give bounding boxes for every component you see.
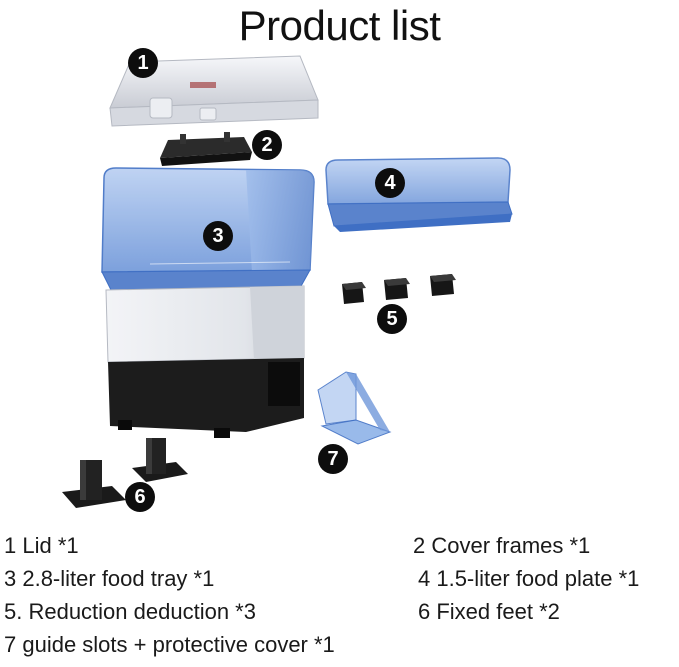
guide-slot-part xyxy=(317,371,392,445)
badge-7: 7 xyxy=(318,444,348,474)
badge-2: 2 xyxy=(252,130,282,160)
cover-frame-part xyxy=(160,132,252,166)
food-tray-part xyxy=(101,167,315,438)
badge-1: 1 xyxy=(128,48,158,78)
legend-item-1: 1 Lid *1 xyxy=(4,533,79,558)
page-title: Product list xyxy=(238,2,441,49)
badge-6: 6 xyxy=(125,482,155,512)
reduction-pieces-part xyxy=(342,274,456,304)
badge-4: 4 xyxy=(375,168,405,198)
legend-item-5: 5. Reduction deduction *3 xyxy=(4,599,256,624)
legend-item-6: 6 Fixed feet *2 xyxy=(418,599,560,624)
legend-item-7: 7 guide slots + protective cover *1 xyxy=(4,632,335,657)
food-plate-part xyxy=(325,157,513,232)
badge-3: 3 xyxy=(203,221,233,251)
legend-item-4: 4 1.5-liter food plate *1 xyxy=(418,566,640,591)
legend-item-2: 2 Cover frames *1 xyxy=(413,533,591,558)
legend-item-3: 3 2.8-liter food tray *1 xyxy=(4,566,215,591)
fixed-feet-part xyxy=(62,438,188,508)
badge-5: 5 xyxy=(377,304,407,334)
lid-part xyxy=(109,55,319,127)
